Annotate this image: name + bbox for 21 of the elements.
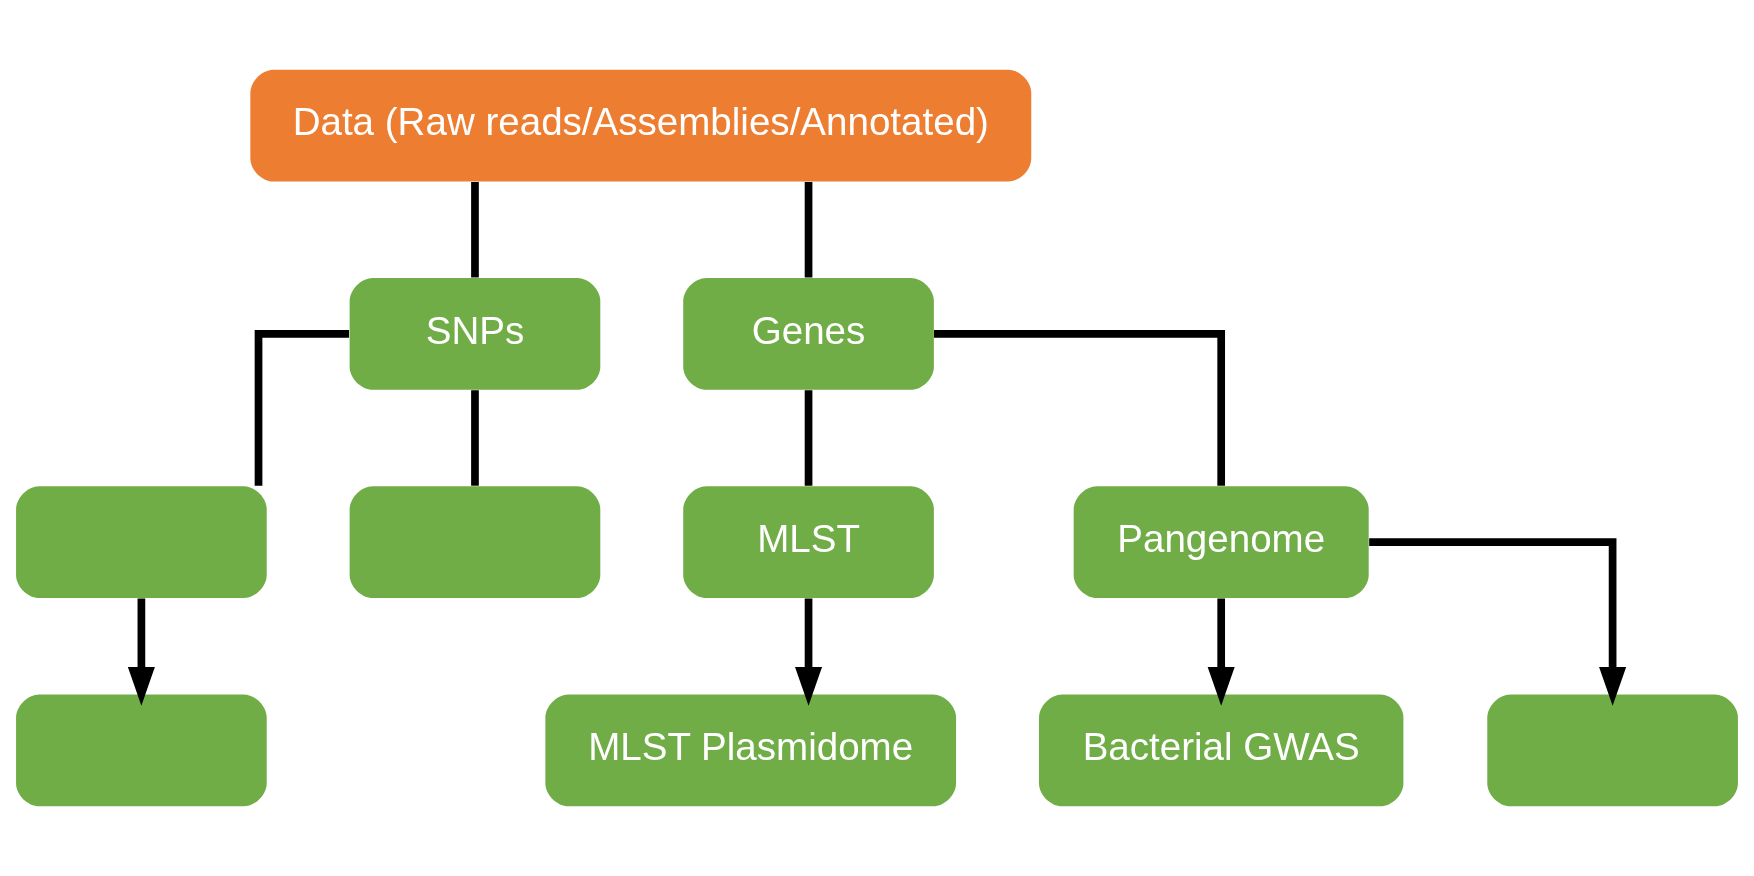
- node-box: Bacterial GWAS: [1038, 694, 1404, 807]
- arrow: [1369, 538, 1627, 706]
- node-box: [16, 486, 267, 599]
- arrow: [127, 598, 155, 706]
- node-box: MLST: [683, 486, 934, 599]
- node-box: Data (Raw reads/Assemblies/Annotated): [250, 69, 1032, 182]
- connector: [804, 390, 813, 486]
- connector: [471, 390, 479, 486]
- connector: [804, 182, 813, 278]
- node-box: [349, 486, 601, 599]
- arrow: [795, 598, 823, 706]
- connector: [934, 330, 1226, 486]
- node-box: Pangenome: [1073, 486, 1369, 599]
- node-box: Genes: [683, 277, 934, 390]
- node-box: MLST Plasmidome: [545, 694, 957, 807]
- connector: [254, 330, 350, 486]
- node-box: SNPs: [349, 277, 601, 390]
- node-box: [16, 694, 267, 807]
- arrow: [1207, 598, 1235, 706]
- connector: [471, 182, 479, 278]
- node-box: [1487, 694, 1738, 807]
